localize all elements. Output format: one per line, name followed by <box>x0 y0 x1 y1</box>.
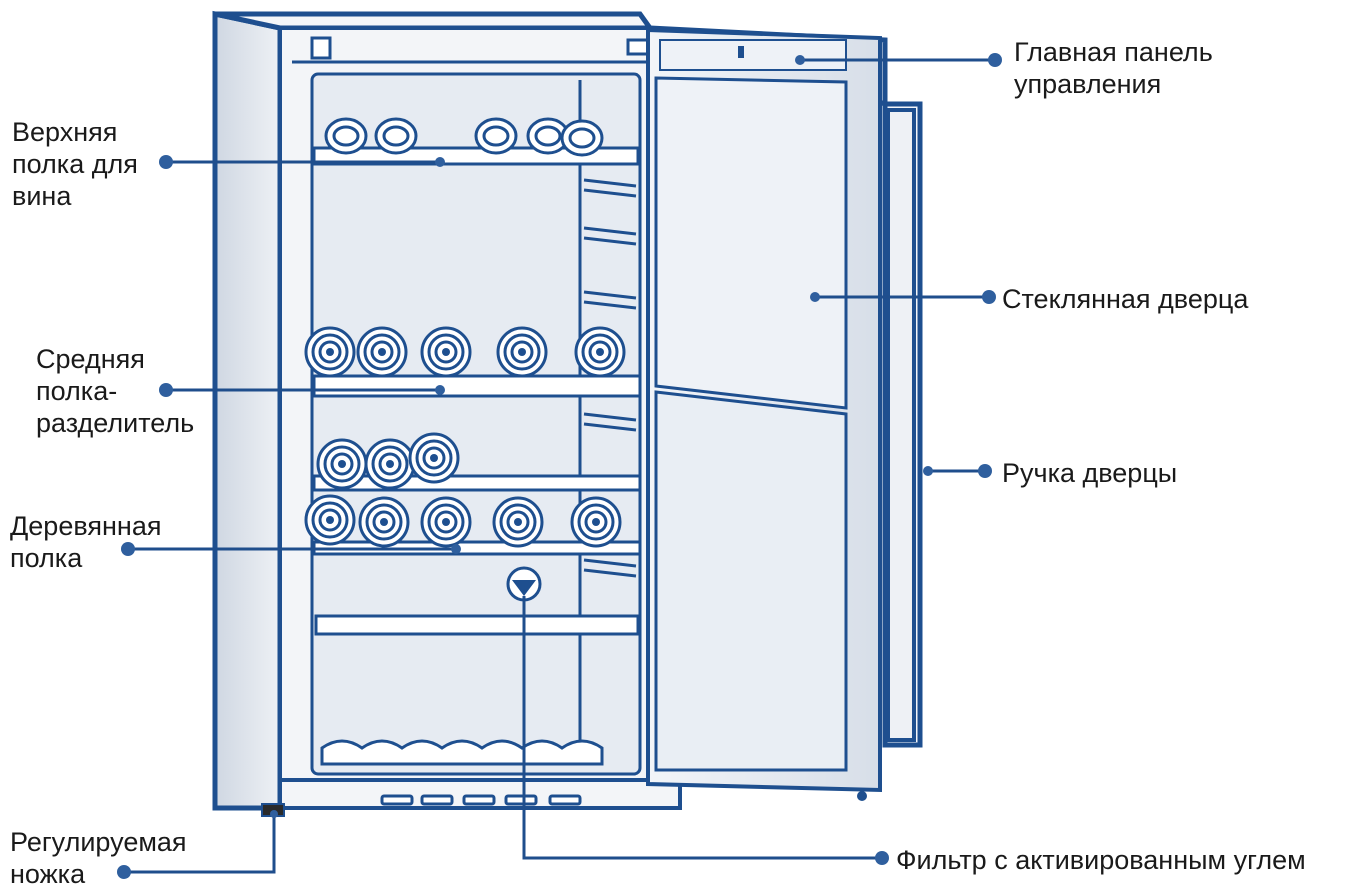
leader-carbon-filter <box>522 596 882 860</box>
shelf-middle <box>312 374 642 398</box>
cabinet-interior <box>310 72 642 776</box>
leader-dots <box>117 53 1002 879</box>
glass-door <box>646 25 923 793</box>
inner-wall-ribs <box>578 80 637 760</box>
leader-adjustable-foot <box>124 814 276 874</box>
door-handle <box>886 108 916 742</box>
leader-lines <box>124 58 995 874</box>
label-adjustable-foot: Регулируемая ножка <box>10 827 187 889</box>
label-carbon-filter: Фильтр с активированным углем <box>896 845 1306 875</box>
label-control-panel: Главная панель управления <box>1014 37 1213 99</box>
label-door-handle: Ручка дверцы <box>1002 458 1178 488</box>
label-glass-door: Стеклянная дверца <box>1002 284 1249 314</box>
shelf-bottom <box>314 614 640 636</box>
bottles <box>304 117 626 766</box>
cabinet-top <box>214 11 655 31</box>
bottles-bottom-row <box>320 739 604 766</box>
bottles-lower-row <box>316 432 460 490</box>
carbon-filter <box>506 566 542 602</box>
control-panel <box>659 39 847 71</box>
label-middle-shelf: Средняя полка- разделитель <box>36 344 195 438</box>
glass-pane-lower <box>654 390 848 772</box>
label-wooden-shelf: Деревянная полка <box>10 511 162 573</box>
cabinet-side <box>212 10 283 811</box>
vent-grille <box>380 794 582 806</box>
label-top-shelf: Верхняя полка для вина <box>12 117 138 211</box>
glass-pane-upper <box>654 76 848 410</box>
